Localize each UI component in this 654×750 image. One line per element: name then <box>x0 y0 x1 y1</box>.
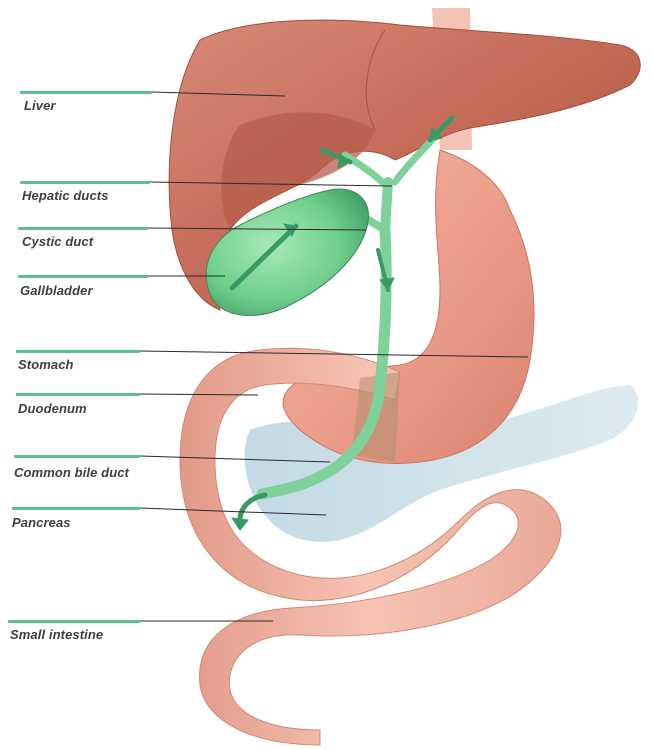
label-cystic-duct: Cystic duct <box>22 234 93 249</box>
label-bar-small-intestine <box>8 620 140 623</box>
label-bar-gallbladder <box>18 275 148 278</box>
label-hepatic-ducts: Hepatic ducts <box>22 188 109 203</box>
label-common-bile-duct: Common bile duct <box>14 465 129 480</box>
label-pancreas: Pancreas <box>12 515 71 530</box>
label-bar-stomach <box>16 350 140 353</box>
label-bar-hepatic-ducts <box>20 181 150 184</box>
label-bar-cystic-duct <box>18 227 148 230</box>
hepatic-duct-left <box>345 155 382 182</box>
label-bar-pancreas <box>12 507 140 510</box>
label-liver: Liver <box>24 98 56 113</box>
label-bar-liver <box>20 91 152 94</box>
label-small-intestine: Small intestine <box>10 627 103 642</box>
label-duodenum: Duodenum <box>18 401 87 416</box>
label-bar-common-bile-duct <box>14 455 140 458</box>
label-gallbladder: Gallbladder <box>20 283 93 298</box>
label-stomach: Stomach <box>18 357 74 372</box>
label-bar-duodenum <box>16 393 140 396</box>
common-hepatic-duct <box>385 182 388 230</box>
